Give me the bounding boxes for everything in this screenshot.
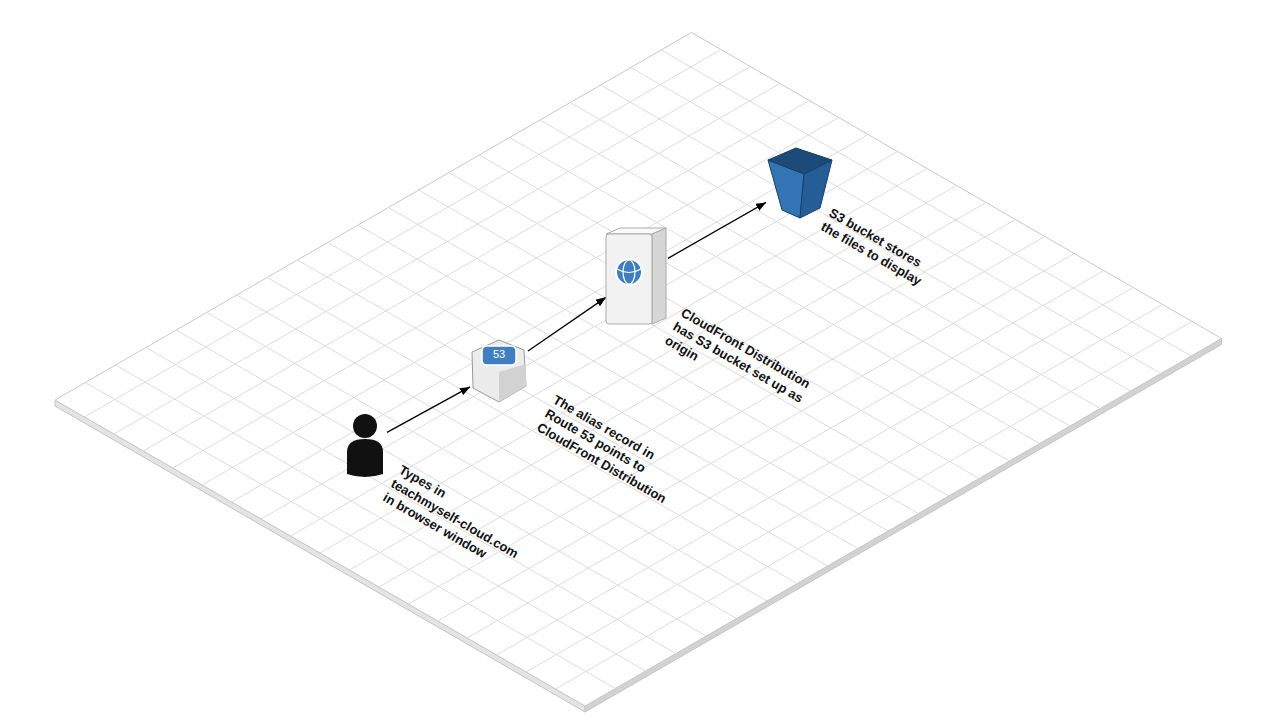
cloudfront-front [606,234,652,324]
grid-line [497,288,1134,656]
route53-icon-shape [470,338,528,404]
grid-line [114,67,751,435]
grid-line [438,254,1075,622]
cloudfront-label: CloudFront Distribution has S3 bucket se… [662,305,815,421]
route53-shade [499,364,526,402]
arrow-connector [387,387,470,433]
grid-line [291,169,928,537]
route53-label: The alias record in Route 53 points to C… [534,392,690,510]
grid-line [556,322,1193,690]
grid-line [467,271,1104,639]
s3-label: S3 bucket stores the files to display [818,205,938,293]
user-label: Types in teachmyself-cloud.com in browse… [380,462,534,579]
cloudfront-side [652,228,666,324]
user-icon: Types in teachmyself-cloud.com in browse… [343,412,387,477]
grid-line [379,220,1016,588]
route53-icon: 53The alias record in Route 53 points to… [470,338,528,404]
cloudfront-globe [616,259,642,285]
grid-line [84,50,721,418]
user-icon-shape [343,412,387,477]
grid-line [526,305,1163,673]
cloudfront-icon-shape [606,226,668,326]
bucket-opening [768,148,832,174]
grid-line [202,118,839,486]
grid-line [173,101,810,469]
route53-badge-text: 53 [484,347,514,361]
word: 53 [493,348,505,360]
floor-grid [84,50,1192,690]
s3-bucket-icon: S3 bucket stores the files to display [766,146,834,220]
globe-parallel [617,269,641,273]
user-head [353,414,377,438]
user-body [347,439,383,477]
arrow-connector [668,202,766,258]
s3-bucket-icon-shape [766,146,834,220]
cloudfront-icon: CloudFront Distribution has S3 bucket se… [606,226,668,326]
arrow-connector [528,297,606,351]
grid-line [601,85,1131,391]
grid-line [349,203,986,571]
grid-line [232,135,869,503]
grid-line [143,84,780,452]
floor-top [55,33,1222,707]
route53-badge [482,346,516,365]
route53-body [472,340,526,402]
grid-line [261,152,898,520]
